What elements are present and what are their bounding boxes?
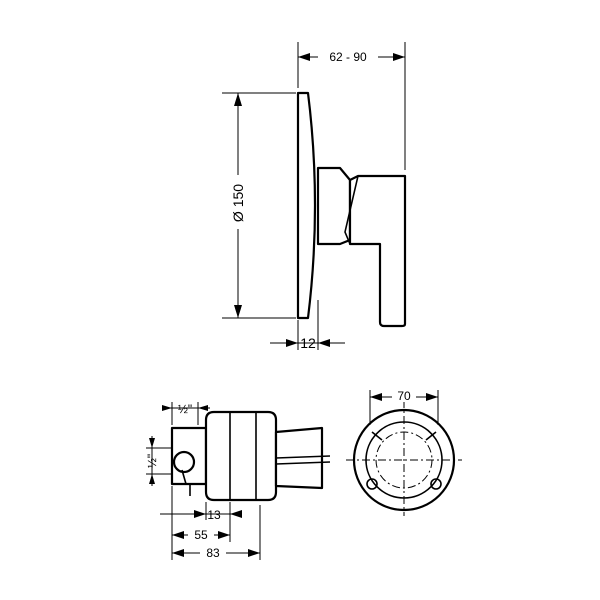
valve-stem — [274, 426, 324, 490]
cover-plate — [296, 91, 317, 320]
dim-projection-label: 62 - 90 — [329, 50, 367, 64]
handle-contour — [344, 175, 359, 245]
lever-handle — [348, 174, 407, 328]
mounting-hole-left — [366, 478, 378, 490]
dim-thread-top-label: ½" — [178, 402, 192, 416]
dim-55-label: 55 — [194, 528, 208, 542]
cartridge-housing — [204, 410, 278, 502]
rough-in-side-view: ½" ½" 13 55 83 — [145, 402, 331, 560]
dim-thread-side-label: ½" — [145, 454, 159, 468]
dim-70-label: 70 — [397, 389, 411, 403]
dim-diameter-label: Ø 150 — [230, 184, 246, 222]
side-elevation-view: 62 - 90 Ø 150 12 — [222, 42, 407, 351]
inlet-port — [172, 450, 196, 474]
rough-in-front-view: 70 — [346, 388, 462, 516]
dim-13-label: 13 — [207, 508, 221, 522]
dim-83-label: 83 — [206, 546, 220, 560]
dim-thickness-label: 12 — [300, 335, 316, 351]
mounting-hole-right — [430, 478, 442, 490]
